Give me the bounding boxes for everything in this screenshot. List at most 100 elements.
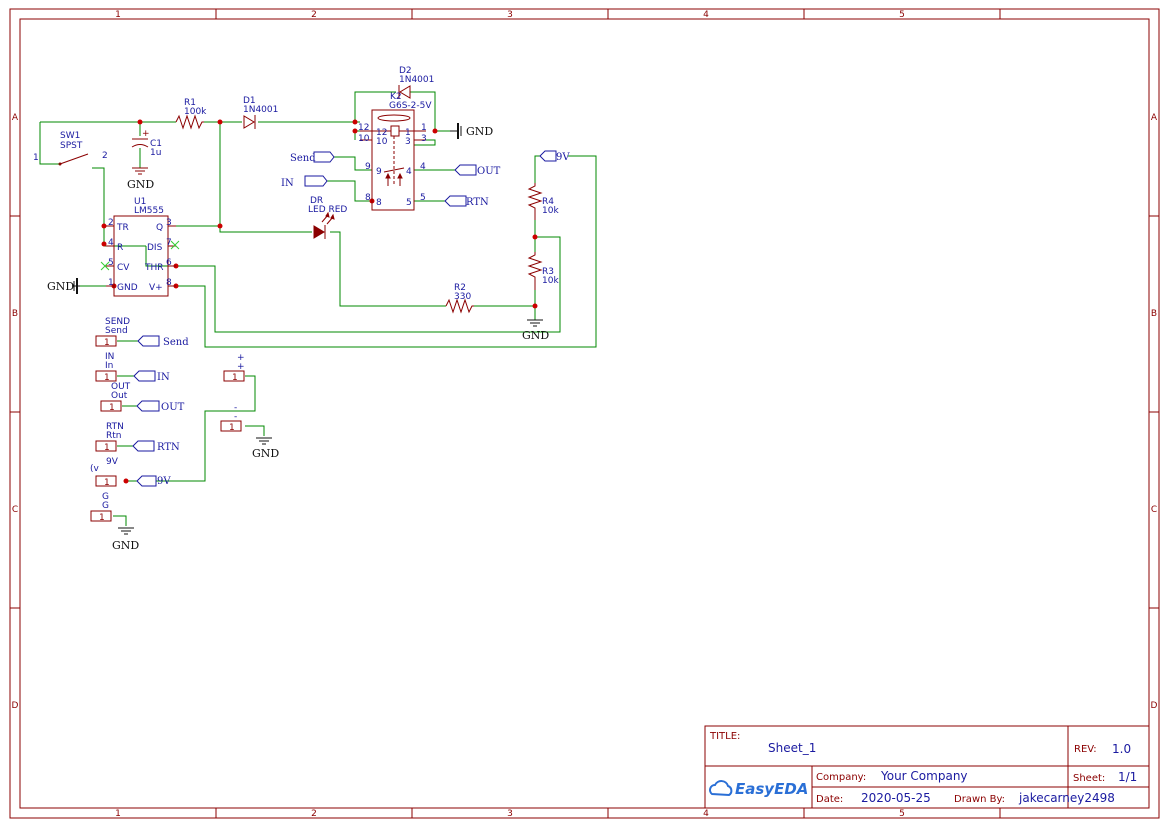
k2-pin5-inner: 5 (406, 198, 412, 208)
resistor-r3[interactable]: R3 10k (527, 252, 559, 290)
drawn-by-label: Drawn By: (954, 794, 1005, 805)
zone-col-top: 1 (115, 10, 121, 20)
cloud-icon (709, 780, 733, 797)
battery-plus-pin: 1 (232, 373, 238, 383)
gnd-label: GND (466, 125, 493, 138)
header-out[interactable]: 1 OUT Out OUT (100, 382, 185, 413)
zone-row-right: A (1151, 113, 1158, 123)
battery-plus-value: + (237, 362, 245, 372)
ground-port-u1: GND (47, 278, 80, 294)
resistor-r2[interactable]: R2 330 (445, 283, 474, 314)
k2-pin10-inner: 10 (376, 137, 388, 147)
zone-row-right: B (1151, 309, 1157, 319)
header-in-value: In (105, 361, 113, 371)
header-battery-minus[interactable]: 1 - - (220, 403, 242, 433)
u1-pinnum-6: 6 (166, 258, 172, 268)
net-send-label: Send (290, 153, 316, 164)
ground-symbol: GND (252, 437, 279, 460)
zone-col-top: 2 (311, 10, 317, 20)
header-send[interactable]: 1 SEND Send Send (95, 317, 189, 348)
resistor-r4[interactable]: R4 10k (527, 183, 559, 220)
header-9v[interactable]: 1 9V (v 9V (90, 457, 171, 488)
u1-pinnum-5: 5 (108, 258, 114, 268)
k2-pin12-inner: 12 (376, 128, 387, 138)
date-value: 2020-05-25 (861, 791, 931, 805)
zone-col-bottom: 5 (899, 809, 905, 819)
gnd-label: GND (252, 447, 279, 460)
header-in-pin: 1 (104, 373, 110, 383)
d1-ref: D1 (243, 96, 256, 106)
net-flag-out: OUT (454, 164, 501, 177)
net-in-label: IN (281, 178, 294, 189)
gnd-label: GND (47, 280, 74, 293)
net-flag-9v: 9V (539, 150, 570, 163)
sw1-ref: SW1 (60, 131, 80, 141)
k2-pin9-inner: 9 (376, 167, 382, 177)
d1-value: 1N4001 (243, 105, 278, 115)
zone-col-top: 3 (507, 10, 513, 20)
c1-value: 1u (150, 148, 161, 158)
led-dr[interactable]: DR LED RED (308, 196, 347, 239)
k2-pin10: 10 (358, 134, 370, 144)
gnd-label: GND (522, 329, 549, 342)
r4-value: 10k (542, 206, 559, 216)
k2-pin3: 3 (421, 134, 427, 144)
r1-value: 100k (184, 107, 207, 117)
rev-label: REV: (1074, 744, 1097, 755)
r3-ref: R3 (542, 267, 554, 277)
header-g[interactable]: 1 G G (90, 492, 112, 523)
zone-col-top: 4 (703, 10, 709, 20)
zone-row-right: D (1151, 701, 1158, 711)
title-block: TITLE: Sheet_1 REV: 1.0 Company: Your Co… (704, 725, 1150, 809)
zone-row-right: C (1151, 505, 1157, 515)
u1-pin-r: R (117, 243, 123, 253)
dr-value: LED RED (308, 205, 347, 215)
k2-value: G6S-2-5V (389, 101, 432, 111)
no-connect-marks (100, 240, 180, 271)
ground-symbol: GND (522, 319, 549, 342)
k2-pin3-inner: 3 (405, 137, 411, 147)
title-label: TITLE: (709, 731, 740, 742)
header-9v-pin: 1 (104, 478, 110, 488)
sheet-value: 1/1 (1118, 770, 1137, 784)
net-in-label: IN (157, 372, 170, 383)
diode-d2[interactable]: D2 1N4001 (398, 66, 434, 99)
header-rtn-value: Rtn (106, 431, 122, 441)
net-flag-rtn: RTN (444, 195, 489, 208)
zone-col-bottom: 4 (703, 809, 709, 819)
battery-minus-pin: 1 (229, 423, 235, 433)
u1-pin-vplus: V+ (149, 283, 163, 293)
capacitor-c1[interactable]: + C1 1u (131, 129, 162, 158)
ic-u1-lm555[interactable]: U1 LM555 TR R CV GND Q DIS THR V+ 2 4 5 … (106, 197, 176, 297)
dr-ref: DR (310, 196, 323, 206)
header-rtn-ref: RTN (106, 422, 124, 432)
resistor-r1[interactable]: R1 100k (175, 98, 207, 130)
company-value: Your Company (880, 769, 968, 783)
gnd-label: GND (127, 178, 154, 191)
header-send-ref: SEND (105, 317, 130, 327)
header-in[interactable]: 1 IN In IN (95, 352, 170, 383)
ground-port-relay: GND (450, 123, 493, 139)
u1-pin-q: Q (156, 223, 163, 233)
header-out-value: Out (111, 391, 128, 401)
r2-ref: R2 (454, 283, 466, 293)
u1-pin-gnd: GND (117, 283, 138, 293)
r3-value: 10k (542, 276, 559, 286)
ground-symbol: GND (127, 167, 154, 191)
diode-d1[interactable]: D1 1N4001 (243, 96, 278, 129)
header-battery-plus[interactable]: 1 + + (223, 353, 245, 383)
u1-pinnum-1: 1 (108, 278, 114, 288)
header-out-pin: 1 (109, 403, 115, 413)
header-9v-value: (v (90, 464, 100, 474)
zone-row-left: B (12, 309, 18, 319)
u1-pin-thr: THR (144, 263, 164, 273)
u1-pinnum-3: 3 (166, 218, 172, 228)
switch-sw1[interactable]: SW1 SPST 1 2 (33, 131, 108, 166)
header-rtn[interactable]: 1 RTN Rtn RTN (95, 422, 180, 453)
sheet-label: Sheet: (1073, 773, 1105, 784)
d2-value: 1N4001 (399, 75, 434, 85)
sw1-value: SPST (60, 141, 83, 151)
relay-k2[interactable]: K2 G6S-2-5V 12 12 10 10 1 3 1 3 9 9 4 4 … (358, 92, 432, 211)
k2-pin1: 1 (421, 123, 427, 133)
